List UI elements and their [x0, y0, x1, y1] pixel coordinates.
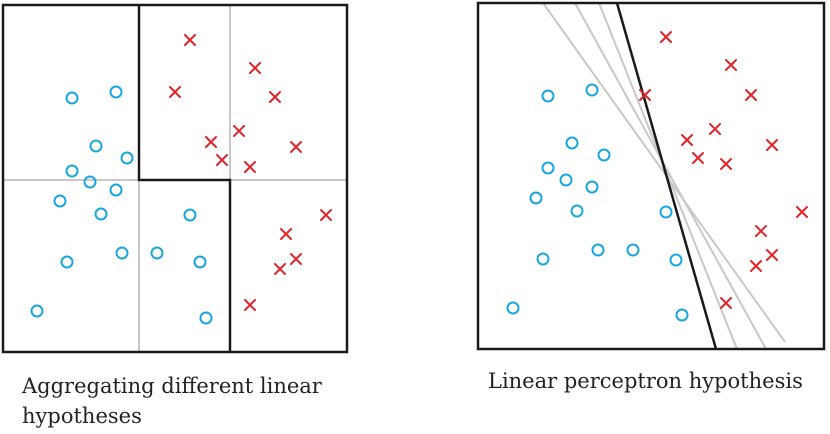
cross-point	[796, 206, 808, 218]
caption-line: Linear perceptron hypothesis	[488, 369, 803, 393]
circle-point	[559, 173, 573, 187]
circle-point	[626, 243, 640, 257]
cross-point	[766, 139, 778, 151]
circle-point	[597, 148, 611, 162]
circle-point	[94, 207, 108, 221]
cross-point	[681, 134, 693, 146]
cross-point	[244, 299, 256, 311]
cross-point	[233, 125, 245, 137]
circle-point	[591, 243, 605, 257]
left-panel-data-points	[30, 34, 332, 325]
circle-point	[183, 208, 197, 222]
circle-point	[150, 246, 164, 260]
circle-point	[60, 255, 74, 269]
circle-point	[65, 164, 79, 178]
circle-point	[53, 194, 67, 208]
right-panel-frame	[476, 1, 826, 351]
circle-point	[30, 304, 44, 318]
cross-point	[320, 209, 332, 221]
caption-line: Aggregating different linear	[22, 374, 322, 398]
circle-point	[83, 175, 97, 189]
cross-point	[274, 263, 286, 275]
cross-point	[725, 59, 737, 71]
cross-point	[269, 91, 281, 103]
cross-point	[766, 249, 778, 261]
circle-point	[89, 139, 103, 153]
circle-point	[585, 83, 599, 97]
circle-point	[529, 191, 543, 205]
circle-point	[199, 311, 213, 325]
perceptron-decision-line	[615, 2, 718, 350]
circle-point	[506, 301, 520, 315]
perceptron-candidate-line	[598, 2, 738, 350]
left-panel-caption: Aggregating different linear hypotheses	[22, 371, 322, 431]
circle-point	[669, 253, 683, 267]
aggregate-decision-boundary	[137, 5, 232, 352]
caption-line: hypotheses	[22, 404, 142, 428]
cross-point	[709, 123, 721, 135]
circle-point	[570, 204, 584, 218]
circle-point	[541, 161, 555, 175]
left-panel-frame	[1, 3, 349, 354]
cross-point	[249, 62, 261, 74]
circle-point	[115, 246, 129, 260]
left-panel-aggregated-hypotheses	[1, 3, 349, 354]
circle-point	[193, 255, 207, 269]
cross-point	[280, 228, 292, 240]
cross-point	[692, 152, 704, 164]
cross-point	[755, 225, 767, 237]
circle-point	[675, 308, 689, 322]
perceptron-candidate-line	[542, 2, 786, 343]
cross-point	[169, 86, 181, 98]
cross-point	[290, 141, 302, 153]
circle-point	[109, 183, 123, 197]
circle-point	[120, 151, 134, 165]
cross-point	[184, 34, 196, 46]
cross-point	[720, 297, 732, 309]
perceptron-candidate-line	[574, 2, 767, 350]
cross-point	[639, 89, 651, 101]
cross-point	[205, 136, 217, 148]
circle-point	[565, 136, 579, 150]
cross-point	[660, 31, 672, 43]
circle-point	[65, 91, 79, 105]
circle-point	[109, 85, 123, 99]
circle-point	[585, 180, 599, 194]
cross-point	[216, 154, 228, 166]
cross-point	[244, 161, 256, 173]
cross-point	[750, 260, 762, 272]
right-panel-caption: Linear perceptron hypothesis	[488, 366, 803, 396]
right-panel-perceptron-hypothesis	[476, 1, 826, 351]
circle-point	[659, 205, 673, 219]
cross-point	[745, 89, 757, 101]
right-panel-data-points	[506, 31, 808, 322]
circle-point	[536, 252, 550, 266]
circle-point	[541, 89, 555, 103]
cross-point	[720, 158, 732, 170]
cross-point	[290, 253, 302, 265]
